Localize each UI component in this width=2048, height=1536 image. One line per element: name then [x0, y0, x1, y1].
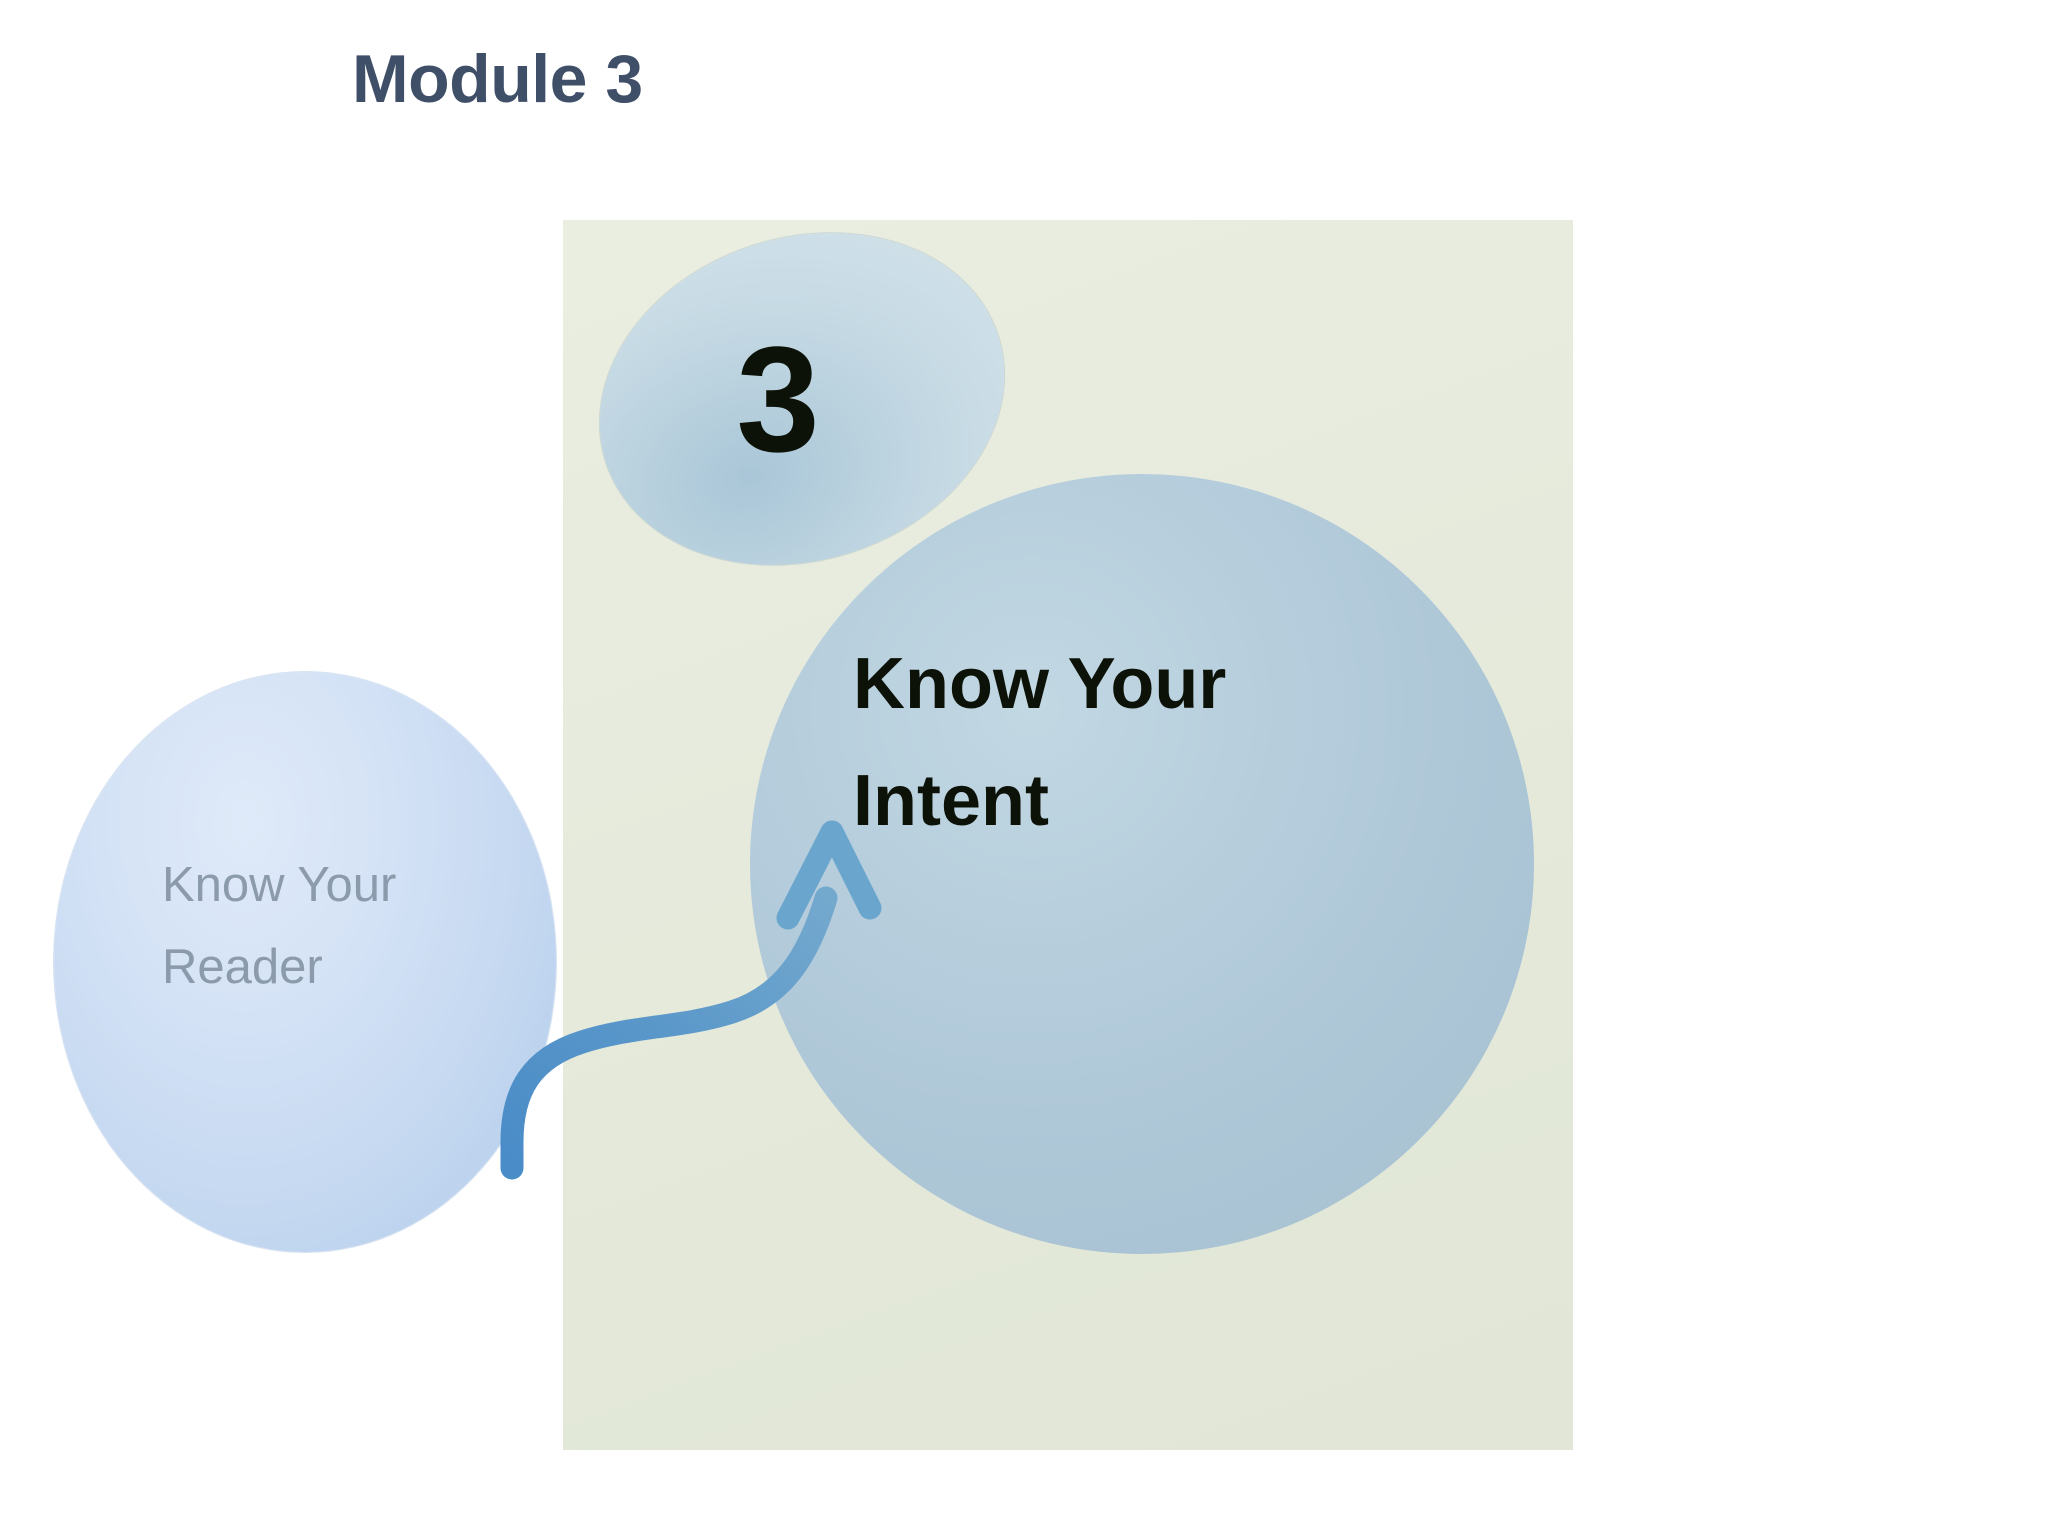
reader-node[interactable]: Know Your Reader [54, 672, 556, 1252]
page-title: Module 3 [352, 41, 643, 117]
intent-node[interactable]: Know Your Intent [750, 474, 1534, 1254]
reader-node-label: Know Your Reader [162, 858, 397, 995]
module-number-badge[interactable]: 3 [556, 182, 1048, 616]
intent-node-label: Know Your Intent [853, 644, 1227, 841]
module-number-badge-label: 3 [736, 315, 820, 483]
